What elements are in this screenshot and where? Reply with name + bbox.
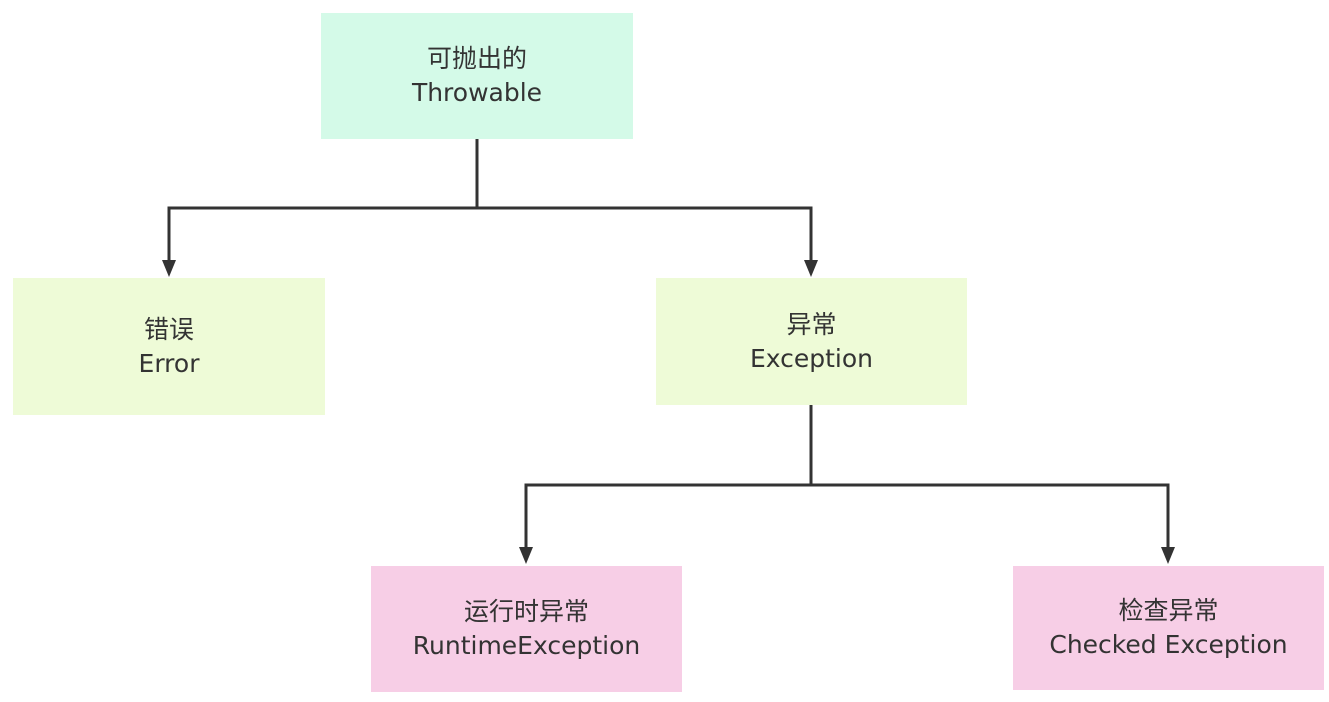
node-runtime-exception-label-en: RuntimeException [412, 631, 641, 660]
arrowhead-exception [804, 260, 818, 277]
node-throwable: 可抛出的 Throwable [321, 13, 633, 139]
node-runtime-exception-label-zh: 运行时异常 [463, 597, 589, 627]
node-exception-label-en: Exception [749, 343, 874, 373]
node-error: 错误 Error [13, 278, 325, 415]
node-exception-label-zh: 异常 [786, 309, 837, 339]
node-throwable-label-en: Throwable [411, 78, 543, 107]
node-throwable-label-zh: 可抛出的 [426, 44, 527, 74]
node-error-label-en: Error [138, 348, 200, 378]
node-checked-exception: 检查异常 Checked Exception [1013, 566, 1324, 690]
arrowhead-checked-exception [1161, 547, 1175, 564]
node-exception: 异常 Exception [656, 278, 967, 405]
arrowhead-error [162, 260, 176, 277]
node-runtime-exception: 运行时异常 RuntimeException [371, 566, 682, 692]
node-error-label-zh: 错误 [143, 314, 194, 344]
arrowhead-runtime-exception [519, 547, 533, 564]
node-checked-exception-label-en: Checked Exception [1049, 630, 1288, 659]
node-checked-exception-label-zh: 检查异常 [1118, 596, 1219, 626]
